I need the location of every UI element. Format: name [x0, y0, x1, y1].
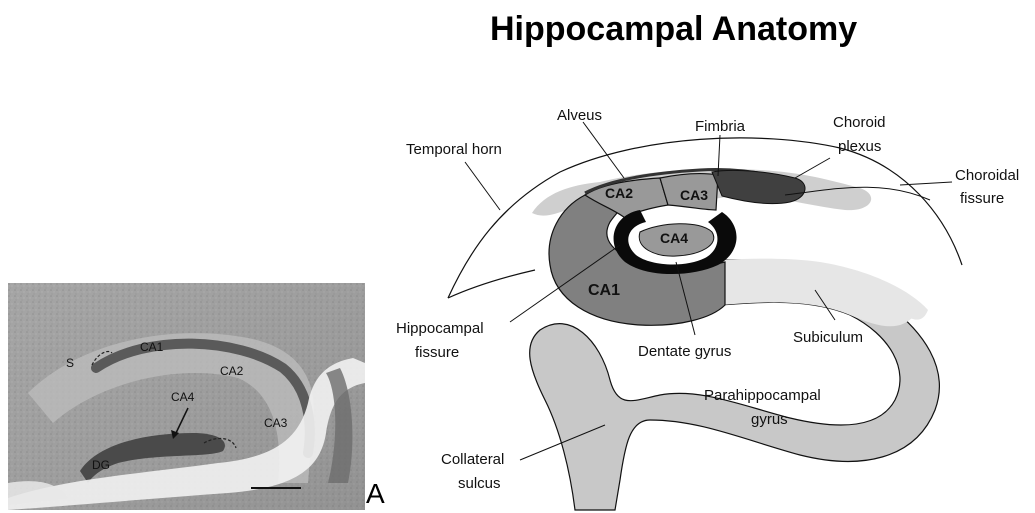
label-parahippocampal-gyrus-line1: Parahippocampal — [704, 387, 821, 404]
label-choroidal-fissure-line2: fissure — [960, 190, 1004, 207]
label-collateral-sulcus-line2: sulcus — [458, 475, 501, 492]
label-dentate-gyrus: Dentate gyrus — [638, 343, 731, 360]
photo-label-s: S — [66, 356, 74, 370]
page-title: Hippocampal Anatomy — [490, 10, 857, 49]
label-collateral-sulcus-line1: Collateral — [441, 451, 504, 468]
label-hippocampal-fissure-line2: fissure — [415, 344, 459, 361]
alveus-leader — [583, 122, 624, 178]
label-ca1: CA1 — [588, 282, 620, 299]
label-hippocampal-fissure-line1: Hippocampal — [396, 320, 484, 337]
photo-label-ca3: CA3 — [264, 416, 288, 430]
label-alveus: Alveus — [557, 107, 602, 124]
photo-label-ca1: CA1 — [140, 340, 164, 354]
label-parahippocampal-gyrus-line2: gyrus — [751, 411, 788, 428]
label-temporal-horn: Temporal horn — [406, 141, 502, 158]
choroid-plexus-leader — [795, 158, 830, 178]
photo-label-ca2: CA2 — [220, 364, 244, 378]
label-choroid-plexus-line2: plexus — [838, 138, 881, 155]
photo-label-ca4: CA4 — [171, 390, 195, 404]
label-ca4: CA4 — [660, 230, 688, 246]
photo-label-dg: DG — [92, 458, 110, 472]
label-choroidal-fissure-line1: Choroidal — [955, 167, 1019, 184]
temporal-horn-leader — [465, 162, 500, 210]
hippocampus-schematic: Alveus Fimbria Choroid plexus Temporal h… — [380, 90, 1035, 513]
label-choroid-plexus-line1: Choroid — [833, 114, 886, 131]
label-ca2: CA2 — [605, 185, 633, 201]
label-subiculum: Subiculum — [793, 329, 863, 346]
label-fimbria: Fimbria — [695, 118, 746, 135]
label-ca3: CA3 — [680, 187, 708, 203]
subiculum-region — [720, 259, 928, 327]
hippocampus-histology-photo: S CA1 CA2 CA4 CA3 DG — [8, 283, 365, 510]
